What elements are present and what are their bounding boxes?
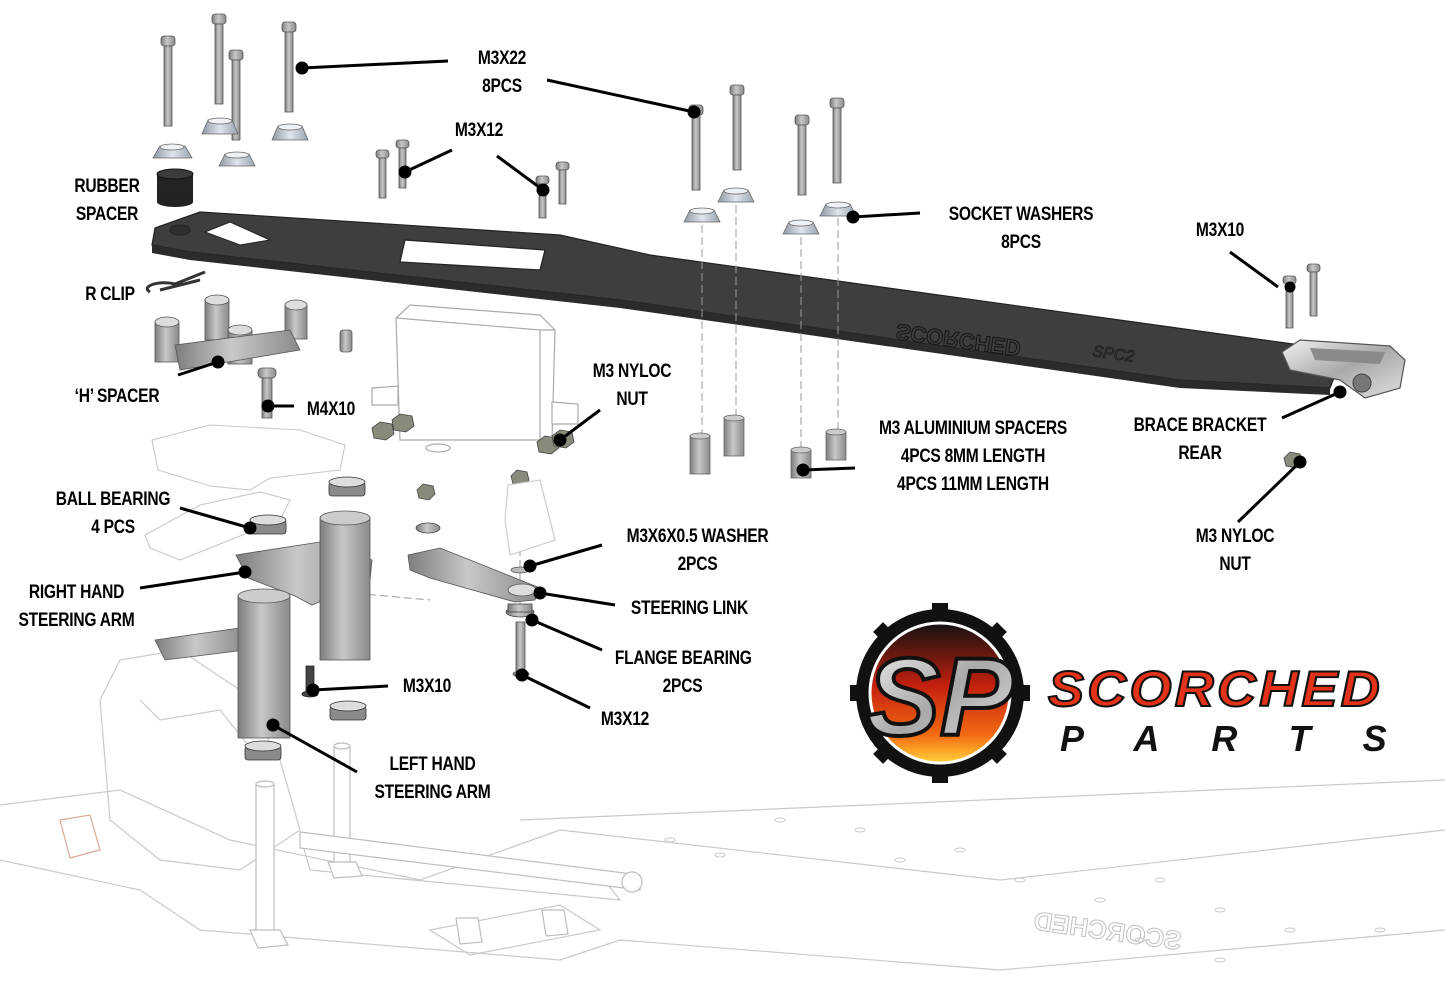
label-r-clip: R CLIP [85,284,135,305]
servo-outline [371,304,579,453]
label-h-spacer: ‘H’ SPACER [74,386,160,407]
left-hand-steering-arm [154,588,291,739]
ball-bearings [244,476,367,761]
r-clip [146,270,206,294]
flange-bearing [415,522,535,618]
brand-monogram: SP [867,636,1014,759]
brace-bracket-rear [1281,339,1406,399]
h-spacer [154,294,353,371]
m4x10-screw [257,367,277,419]
label-m3x10-bottom: M3X10 [402,676,452,697]
socket-washers [152,117,857,235]
chassis-engraving: SCORCHED [1032,906,1184,956]
label-m3x10-right: M3X10 [1195,220,1245,241]
brand-subname: PARTS [1060,718,1439,759]
ghost-posts [249,742,643,949]
label-m3x12-top: M3X12 [454,120,504,141]
brace-end-engraving: SPC2 [1091,343,1135,366]
brand-logo-badge: SP [850,603,1030,783]
chassis-outline [0,649,1445,971]
label-m4x10: M4X10 [306,399,356,420]
label-m3x12-bottom: M3X12 [600,709,650,730]
brand-name: SCORCHED [1047,660,1383,718]
ghost-plates [144,424,556,561]
top-brace-plate: SCORCHED SPC2 [151,211,1341,395]
steering-link [407,547,541,603]
rubber-spacer [156,168,194,207]
m3x22-screws [160,13,845,196]
label-steering-link: STEERING LINK [630,598,749,619]
chassis-holes [664,817,1386,963]
right-hand-steering-arm [235,510,373,661]
leader-lines [139,59,1347,774]
